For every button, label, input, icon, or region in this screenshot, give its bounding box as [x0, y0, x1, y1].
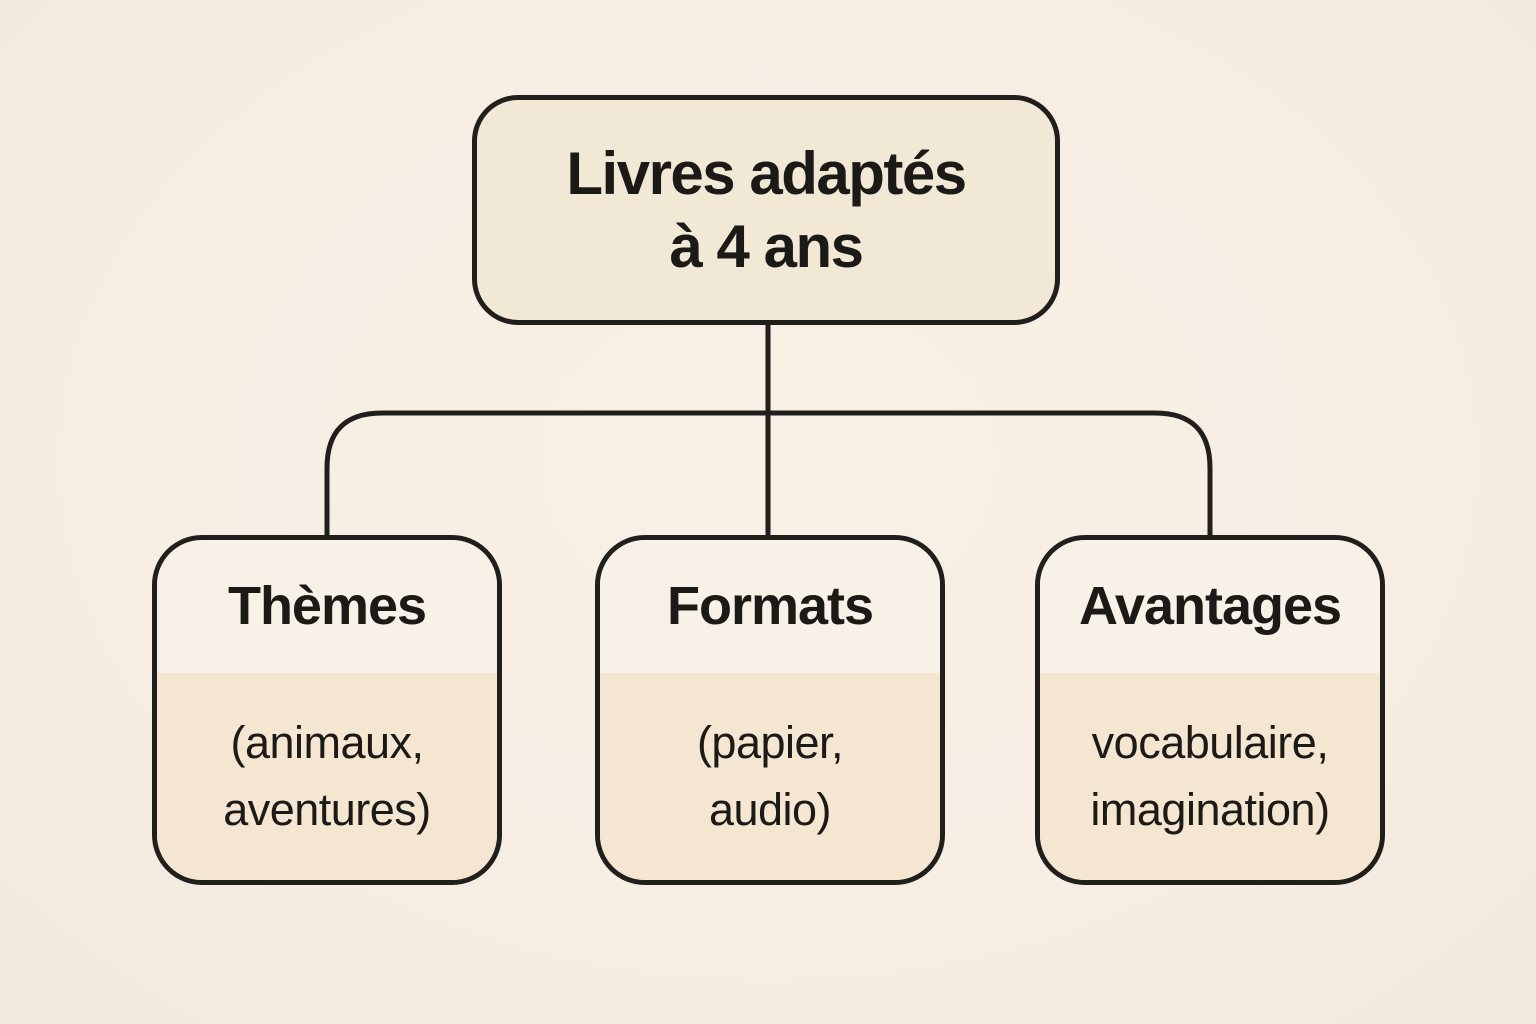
node-formats-title: Formats	[600, 540, 940, 673]
root-title-line2: à 4 ans	[669, 213, 864, 280]
node-themes-title: Thèmes	[157, 540, 497, 673]
root-title: Livres adaptés à 4 ans	[566, 137, 967, 283]
node-avantages: Avantages vocabulaire, imagination)	[1035, 535, 1385, 885]
node-root-livres-adaptes: Livres adaptés à 4 ans	[472, 95, 1060, 325]
node-formats: Formats (papier, audio)	[595, 535, 945, 885]
node-themes-detail-line2: aventures)	[223, 784, 431, 836]
node-avantages-detail: vocabulaire, imagination)	[1040, 672, 1380, 880]
node-formats-detail-line2: audio)	[708, 784, 832, 836]
root-title-line1: Livres adaptés	[566, 139, 967, 207]
node-avantages-detail-line1: vocabulaire,	[1091, 716, 1329, 768]
connector-branch-left-right	[324, 410, 1213, 535]
node-themes-detail-line1: (animaux,	[230, 716, 424, 768]
node-themes-detail: (animaux, aventures)	[157, 672, 497, 880]
node-avantages-title: Avantages	[1040, 540, 1380, 673]
node-formats-detail-line1: (papier,	[696, 716, 844, 768]
node-avantages-detail-line2: imagination)	[1090, 784, 1330, 836]
node-themes: Thèmes (animaux, aventures)	[152, 535, 502, 885]
node-formats-detail: (papier, audio)	[600, 672, 940, 880]
